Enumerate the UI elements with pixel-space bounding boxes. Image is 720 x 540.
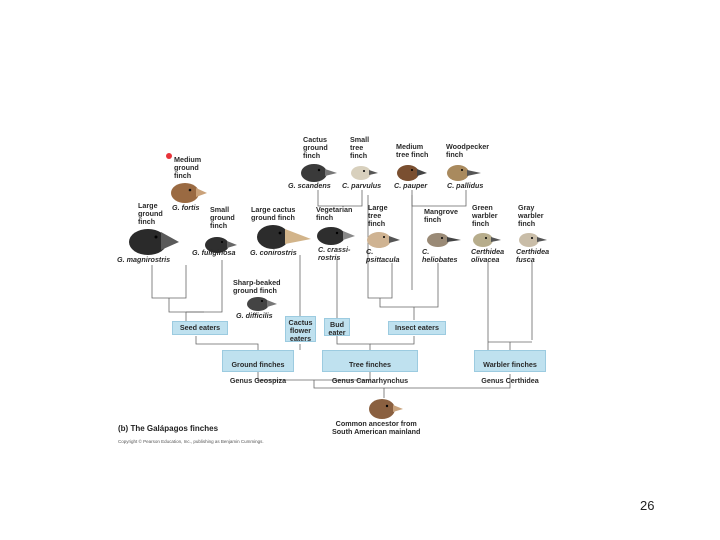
latin-certhidea-olivacea: Certhidea olivacea — [471, 247, 505, 264]
latin-certhidea-fusca: Certhidea fusca — [516, 247, 550, 264]
latin-c-pauper: C. pauper — [394, 181, 428, 190]
bird-icon-vegetarian-finch — [317, 227, 355, 245]
label-large-tree-finch: Large tree finch — [368, 203, 388, 228]
latin-c-pallidus: C. pallidus — [447, 181, 484, 190]
bird-icon-large-ground-finch — [129, 229, 179, 255]
latin-c-psittacula: C. psittacula — [366, 247, 400, 264]
bird-icon-large-tree-finch — [367, 232, 400, 248]
bird-icon-sharp-beaked-ground-finch — [247, 297, 277, 311]
label-large-cactus-ground-finch: Large cactus ground finch — [251, 205, 296, 222]
genus-box-warbler-finches: Warbler finches Genus Certhidea — [474, 350, 546, 385]
latin-c-parvulus: C. parvulus — [342, 181, 382, 190]
page-number: 26 — [640, 498, 655, 513]
latin-g-scandens: G. scandens — [288, 181, 331, 190]
genus-tree-finches-line2: Genus Camarhynchus — [331, 376, 409, 385]
latin-g-conirostris: G. conirostris — [250, 248, 297, 257]
diet-box-bud-eater: Bud eater — [324, 318, 350, 337]
latin-c-crassirostris: C. crassi- rostris — [318, 245, 351, 262]
label-medium-ground-finch: Medium ground finch — [174, 155, 202, 180]
bird-icon-mangrove-finch — [427, 233, 461, 247]
latin-g-fuliginosa: G. fuliginosa — [192, 248, 236, 257]
bird-icon-green-warbler-finch — [473, 233, 501, 247]
bird-icon-large-cactus-ground-finch — [257, 225, 311, 249]
label-vegetarian-finch: Vegetarian finch — [316, 205, 353, 222]
label-sharp-beaked-ground-finch: Sharp-beaked ground finch — [233, 278, 281, 295]
bird-icon-medium-ground-finch — [171, 183, 207, 203]
label-small-tree-finch: Small tree finch — [350, 135, 370, 160]
bird-icon-small-tree-finch — [351, 166, 378, 180]
label-green-warbler-finch: Green warbler finch — [472, 203, 498, 228]
latin-g-difficilis: G. difficilis — [236, 311, 273, 320]
highlight-dot — [166, 153, 172, 159]
diet-box-insect-eaters: Insect eaters — [388, 321, 446, 335]
copyright-notice: Copyright © Pearson Education, Inc., pub… — [118, 439, 264, 444]
genus-box-ground-finches: Ground finches Genus Geospiza — [222, 350, 294, 385]
genus-warbler-finches-line2: Genus Certhidea — [481, 376, 539, 385]
genus-warbler-finches-line1: Warbler finches — [483, 360, 537, 369]
latin-g-magnirostris: G. magnirostris — [117, 255, 171, 264]
bird-icon-small-ground-finch — [205, 237, 237, 253]
latin-g-fortis: G. fortis — [172, 203, 200, 212]
bird-icon-cactus-ground-finch — [301, 164, 337, 182]
label-woodpecker-finch: Woodpecker finch — [446, 142, 490, 159]
label-mangrove-finch: Mangrove finch — [424, 207, 458, 224]
diet-box-cactus-flower-eaters: Cactus flower eaters — [285, 316, 316, 343]
genus-tree-finches-line1: Tree finches — [349, 360, 391, 369]
bird-icon-gray-warbler-finch — [519, 233, 547, 247]
genus-ground-finches-line1: Ground finches — [231, 360, 285, 369]
latin-c-heliobates: C. heliobates — [422, 247, 458, 264]
label-cactus-ground-finch: Cactus ground finch — [303, 135, 328, 160]
bird-icon-woodpecker-finch — [447, 165, 481, 181]
label-gray-warbler-finch: Gray warbler finch — [518, 203, 544, 228]
label-small-ground-finch: Small ground finch — [210, 205, 235, 230]
common-ancestor-label: Common ancestor from South American main… — [332, 419, 421, 436]
bird-icon-common-ancestor — [369, 399, 403, 419]
genus-box-tree-finches: Tree finches Genus Camarhynchus — [322, 350, 418, 385]
figure-caption: (b) The Galápagos finches — [118, 424, 219, 433]
label-large-ground-finch: Large ground finch — [138, 201, 163, 226]
label-medium-tree-finch: Medium tree finch — [396, 142, 429, 159]
genus-ground-finches-line2: Genus Geospiza — [229, 376, 287, 385]
diet-box-seed-eaters: Seed eaters — [172, 321, 228, 335]
bird-icon-medium-tree-finch — [397, 165, 427, 181]
